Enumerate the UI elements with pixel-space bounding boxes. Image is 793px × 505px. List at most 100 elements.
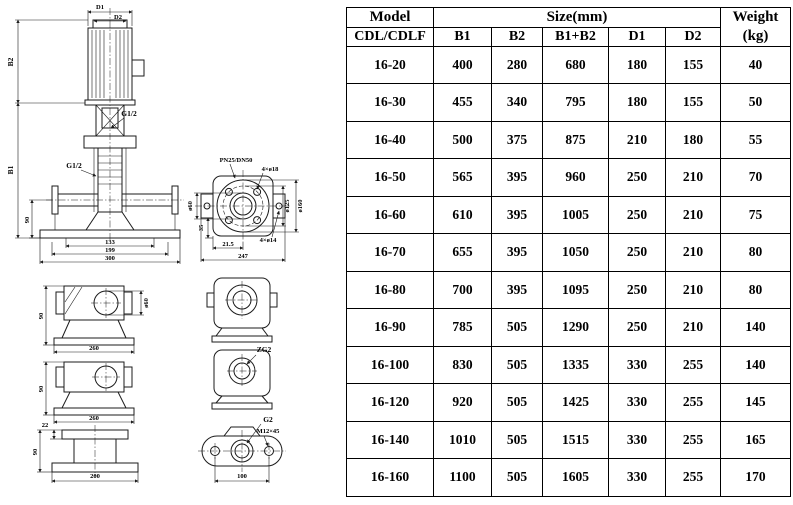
size-cell: 330 — [608, 383, 666, 422]
size-cell: 75 — [720, 195, 792, 234]
weight-unit: (kg) — [742, 27, 769, 44]
size-cell: 395 — [491, 158, 543, 197]
label-g12-top: G1/2 — [121, 109, 137, 118]
size-cell: 330 — [608, 458, 666, 497]
size-header: Size(mm) — [432, 7, 722, 28]
size-cell: 700 — [433, 270, 492, 309]
pump-body-top-view — [206, 277, 278, 343]
col-header-d2: D2 — [664, 26, 722, 47]
dim-260-a: 260 — [89, 345, 99, 352]
size-cell: 280 — [491, 45, 543, 84]
label-zg2: ZG2 — [257, 345, 272, 354]
col-header-b1b2: B1+B2 — [542, 26, 609, 47]
col-header-b1: B1 — [433, 26, 492, 47]
weight-label: Weight — [732, 9, 779, 25]
model-cell: 16-160 — [346, 458, 434, 497]
size-cell: 55 — [720, 120, 792, 159]
label-m12x45: M12×45 — [257, 428, 281, 435]
size-cell: 505 — [491, 308, 543, 347]
size-cell: 70 — [720, 158, 792, 197]
size-cell: 395 — [491, 233, 543, 272]
size-cell: 960 — [542, 158, 609, 197]
model-cell: 16-100 — [346, 345, 434, 384]
size-cell: 255 — [664, 420, 722, 459]
dim-dia125: ø125 — [284, 199, 291, 213]
size-cell: 920 — [433, 383, 492, 422]
size-cell: 1605 — [542, 458, 609, 497]
pump-body-side-view: 90 260 ø60 — [38, 285, 150, 354]
size-cell: 80 — [720, 270, 792, 309]
label-4xd18: 4×ø18 — [262, 166, 279, 173]
label-b2: B2 — [6, 57, 15, 66]
dim-dia160: ø160 — [297, 200, 304, 213]
dim-90-a: 90 — [38, 313, 45, 320]
dim-100: 100 — [237, 473, 247, 480]
size-cell: 145 — [720, 383, 792, 422]
size-cell: 155 — [664, 83, 722, 122]
base-plate-top-view: G2 M12×45 100 — [198, 415, 286, 483]
model-header: Model — [346, 7, 434, 28]
weight-header: Weight (kg) — [720, 7, 792, 47]
size-cell: 165 — [720, 420, 792, 459]
model-cell: 16-80 — [346, 270, 434, 309]
label-pn25-dn50: PN25/DN50 — [220, 157, 253, 164]
model-cell: 16-60 — [346, 195, 434, 234]
model-series-header: CDL/CDLF — [346, 26, 434, 47]
size-cell: 180 — [664, 120, 722, 159]
dim-133: 133 — [105, 239, 116, 246]
pump-front-view: D1 D2 — [6, 4, 184, 264]
size-cell: 210 — [664, 308, 722, 347]
size-cell: 330 — [608, 345, 666, 384]
dim-90-b: 90 — [38, 386, 45, 393]
dim-21-5: 21.5 — [222, 241, 234, 248]
size-cell: 180 — [608, 45, 666, 84]
size-cell: 875 — [542, 120, 609, 159]
size-cell: 250 — [608, 195, 666, 234]
model-cell: 16-70 — [346, 233, 434, 272]
size-cell: 395 — [491, 270, 543, 309]
size-cell: 455 — [433, 83, 492, 122]
size-cell: 500 — [433, 120, 492, 159]
size-cell: 1050 — [542, 233, 609, 272]
size-cell: 505 — [491, 383, 543, 422]
pump-body-side-view-2: 90 260 — [38, 361, 135, 424]
model-cell: 16-90 — [346, 308, 434, 347]
label-d2: D2 — [114, 14, 122, 21]
size-cell: 610 — [433, 195, 492, 234]
col-header-d1: D1 — [608, 26, 666, 47]
size-cell: 250 — [608, 158, 666, 197]
label-g2: G2 — [263, 415, 273, 424]
size-cell: 505 — [491, 420, 543, 459]
size-cell: 785 — [433, 308, 492, 347]
dim-dia60-flange: ø60 — [187, 201, 194, 211]
size-cell: 250 — [608, 308, 666, 347]
dim-90-c: 90 — [32, 449, 39, 456]
size-cell: 1425 — [542, 383, 609, 422]
flange-top-view: PN25/DN50 4×ø18 ø125 ø160 ø60 — [187, 157, 304, 262]
model-cell: 16-140 — [346, 420, 434, 459]
size-cell: 210 — [664, 158, 722, 197]
size-cell: 210 — [664, 270, 722, 309]
size-cell: 505 — [491, 345, 543, 384]
label-b1: B1 — [6, 165, 15, 174]
dim-200: 200 — [90, 473, 100, 480]
size-cell: 1010 — [433, 420, 492, 459]
model-cell: 16-20 — [346, 45, 434, 84]
pump-drawing: D1 D2 — [6, 4, 304, 483]
dim-dia60-side: ø60 — [143, 298, 150, 308]
size-cell: 210 — [664, 233, 722, 272]
pump-dimension-diagram: D1 D2 — [0, 0, 345, 500]
size-cell: 1335 — [542, 345, 609, 384]
size-cell: 1515 — [542, 420, 609, 459]
label-g12-mid: G1/2 — [66, 161, 82, 170]
